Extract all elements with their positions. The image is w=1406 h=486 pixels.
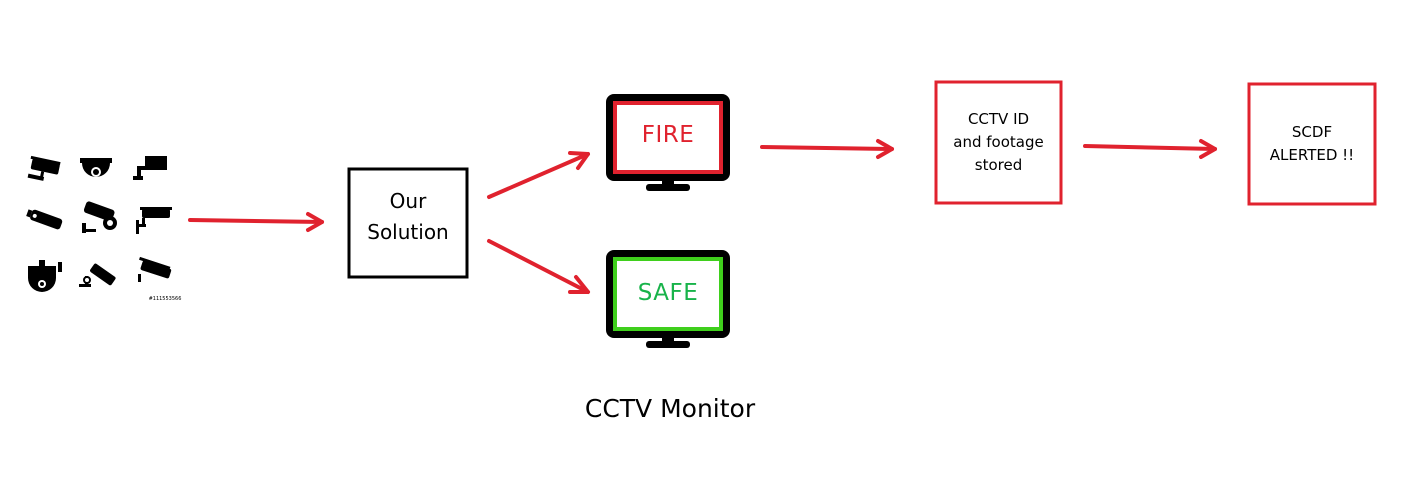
wall-camera-icon [136,207,172,234]
fire-monitor-screen [613,101,723,174]
stock-id-text: #111553566 [149,296,182,302]
arrow-cameras-to-solution [188,212,324,232]
solution-label-line2: Solution [367,220,449,244]
ptz-camera-icon [28,260,62,292]
alert-label-line1: SCDF [1291,123,1333,141]
alert-box [1247,82,1377,206]
storage-label-line3: stored [974,156,1023,174]
solution-label-line1: Our [389,189,427,213]
arrow-solution-to-fire [487,151,590,199]
cctv-camera-icon [27,155,61,181]
storage-label-line1: CCTV ID [967,110,1030,128]
storage-label-line2: and footage [953,133,1044,151]
safe-monitor-screen [613,257,723,331]
fire-monitor-stand [646,184,690,191]
fire-monitor-neck [662,180,674,187]
camera-grid [26,155,172,292]
storage-box [934,80,1063,205]
bracket-camera-icon [133,156,167,180]
bullet-camera-icon [26,209,63,230]
alert-label-line2: ALERTED !! [1269,146,1355,164]
arrow-storage-to-alert [1083,139,1217,159]
arrow-solution-to-safe [487,239,590,294]
angled-camera-icon [79,263,116,287]
safe-label: SAFE [637,280,699,306]
alert-label: SCDF ALERTED !! [1249,121,1375,167]
box-camera-icon [82,201,117,233]
arrow-fire-to-storage [760,139,894,159]
corner-camera-icon [138,256,172,282]
fire-label: FIRE [641,122,695,148]
fire-monitor [606,94,730,191]
monitor-caption: CCTV Monitor [584,394,756,423]
arrows [188,139,1217,294]
dome-camera-icon [80,158,112,177]
storage-label: CCTV ID and footage stored [936,108,1061,177]
solution-label: Our Solution [349,186,467,248]
safe-monitor-stand [646,341,690,348]
safe-monitor [606,250,730,348]
safe-monitor-neck [662,337,674,344]
solution-box [347,167,469,279]
